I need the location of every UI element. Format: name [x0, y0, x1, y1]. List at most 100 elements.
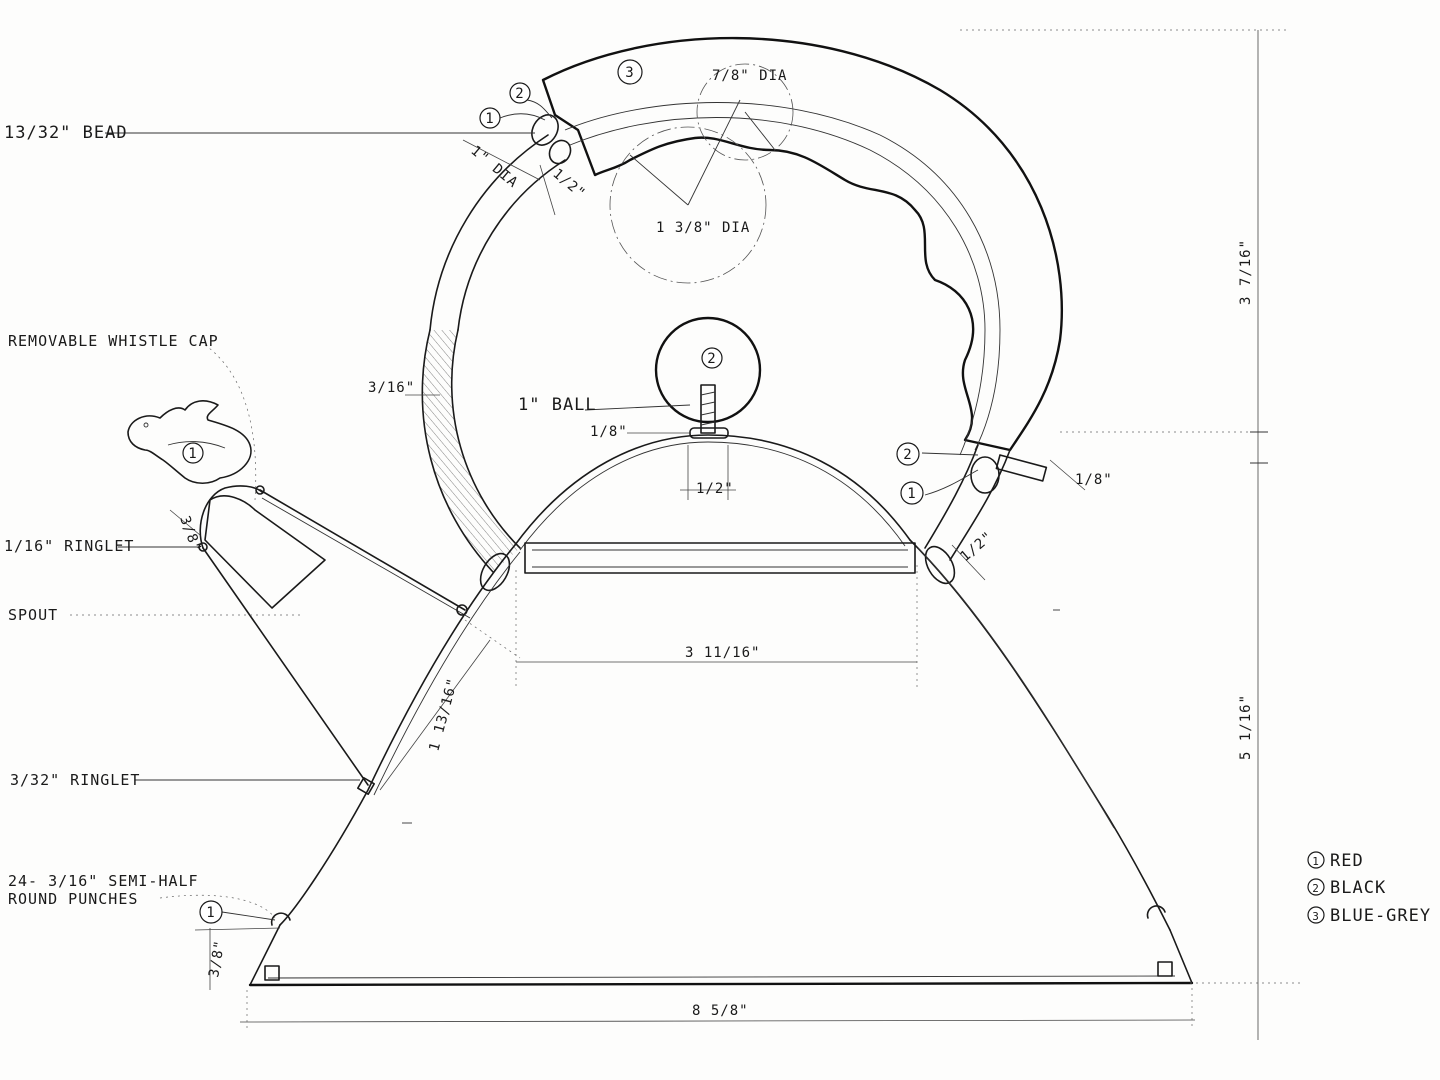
labels: 13/32" BEAD REMOVABLE WHISTLE CAP 1/16" … — [4, 123, 597, 908]
bird-eye — [143, 422, 149, 428]
legend-num-3: 3 — [1312, 910, 1320, 923]
construction-circle-large — [609, 126, 767, 284]
legend-name-1: RED — [1330, 851, 1364, 871]
legend-item-blue-grey: 3 BLUE-GREY — [1307, 906, 1431, 926]
callout-2-top-circle — [509, 82, 531, 104]
cap-three-eighths-dim — [169, 509, 201, 536]
construction-circle-small — [696, 63, 794, 161]
handle-left-hatch — [422, 330, 520, 572]
dim-handle-dia-small: 7/8" DIA — [712, 68, 787, 84]
handle-inner-left — [450, 329, 521, 549]
label-punches-line2: ROUND PUNCHES — [8, 890, 138, 908]
color-legend: 1 RED 2 BLACK 3 BLUE-GREY — [1307, 851, 1431, 926]
callout-1-top-circle — [479, 107, 501, 129]
handle-right-lower-inner — [924, 444, 979, 549]
ball-knob — [654, 316, 762, 424]
knob-screw — [700, 384, 716, 434]
base-line — [248, 981, 1194, 987]
callout-2-ball-circle — [701, 347, 723, 369]
dimension-lines — [70, 29, 1300, 1040]
legend-name-2: BLACK — [1330, 878, 1386, 898]
eighth-right-dim — [1049, 459, 1086, 491]
side-length-dim — [379, 639, 491, 791]
thread-4 — [700, 421, 716, 426]
callout-1-cap-circle — [182, 442, 204, 464]
spout-top-edge — [259, 489, 466, 611]
body-right-side — [909, 539, 1171, 931]
dim-lid-width: 3 11/16" — [685, 645, 760, 661]
dim-side-length: 1 13/16" — [426, 676, 461, 753]
dim-height-lower: 5 1/16" — [1238, 694, 1254, 760]
spout-tip — [199, 485, 263, 549]
dim-eighth-right: 1/8" — [1075, 472, 1113, 488]
punches-leader — [159, 894, 276, 919]
knob — [654, 316, 762, 439]
base-three-eighths-ext — [194, 927, 281, 931]
dim-three-sixteenths: 3/16" — [368, 380, 415, 396]
dim-half-top: 1/2" — [549, 166, 588, 203]
punch-right — [1146, 905, 1166, 919]
side-length-ext-top — [464, 619, 521, 659]
bird-wing — [167, 441, 226, 449]
grip-hatched — [541, 36, 1064, 452]
ringlet-bottom — [357, 777, 375, 795]
callout-2-right-text: 2 — [903, 447, 912, 463]
callout-1-right-leader — [924, 469, 979, 496]
legend-name-3: BLUE-GREY — [1330, 906, 1431, 926]
spout-tip-ring-upper — [255, 485, 265, 495]
label-ringlet-bottom: 3/32" RINGLET — [10, 771, 140, 789]
right-joint — [924, 545, 956, 585]
whistle-cap-leader — [204, 344, 257, 501]
dim-three-eighths-base: 3/8" — [206, 939, 228, 979]
bird-whistle — [127, 400, 252, 485]
right-pin — [995, 454, 1048, 482]
callouts: 3 2 1 2 1 2 1 1 — [182, 59, 924, 924]
radius-line-3 — [744, 111, 776, 151]
callout-1-top-text: 1 — [485, 111, 494, 127]
dim-height-upper: 3 7/16" — [1238, 239, 1254, 305]
half-dim — [539, 164, 556, 216]
skirt-left — [249, 924, 281, 986]
lid-rim — [524, 542, 916, 574]
body-right-inner — [917, 547, 1115, 829]
ball-leader — [584, 404, 691, 411]
label-spout: SPOUT — [8, 606, 58, 624]
base-clip-right — [1157, 961, 1173, 977]
dim-half-right: 1/2" — [957, 529, 996, 566]
handle-outer-top — [429, 134, 549, 331]
spout-top-inner — [261, 497, 471, 619]
body-left-side — [279, 544, 516, 926]
top-bead — [531, 114, 559, 146]
callout-1-leader — [499, 113, 546, 121]
label-punches-line1: 24- 3/16" SEMI-HALF — [8, 872, 199, 890]
handle — [421, 36, 1064, 592]
skirt-right — [1169, 929, 1193, 984]
callout-3-circle — [617, 59, 643, 85]
callout-1-right-text: 1 — [907, 486, 916, 502]
callout-2-right-circle — [896, 442, 920, 466]
label-ringlet-top: 1/16" RINGLET — [4, 537, 134, 555]
thread-2 — [700, 401, 716, 406]
lid-dome-inner — [519, 441, 906, 551]
punch-left — [270, 912, 291, 926]
legend-circle-2 — [1307, 878, 1325, 896]
dim-eighth-ball: 1/8" — [590, 424, 628, 440]
base-inner-line — [267, 975, 1176, 979]
thread-1 — [700, 391, 716, 396]
dim-handle-dia-large: 1 3/8" DIA — [656, 220, 750, 236]
spout — [198, 485, 471, 795]
one-dia-dim — [462, 139, 541, 181]
grip-band-line-1 — [564, 102, 1001, 451]
dim-one-dia: 1" DIA — [467, 143, 521, 192]
bird-outline — [127, 400, 252, 485]
label-ball: 1" BALL — [518, 395, 597, 415]
thread-3 — [700, 411, 716, 416]
legend-circle-3 — [1307, 906, 1325, 924]
radius-line-1 — [687, 99, 741, 206]
kettle-body — [248, 434, 1194, 987]
base-clip-left — [264, 965, 280, 981]
legend-item-red: 1 RED — [1307, 851, 1364, 871]
callout-2-leader — [526, 99, 553, 119]
callout-3-text: 3 — [625, 65, 634, 81]
